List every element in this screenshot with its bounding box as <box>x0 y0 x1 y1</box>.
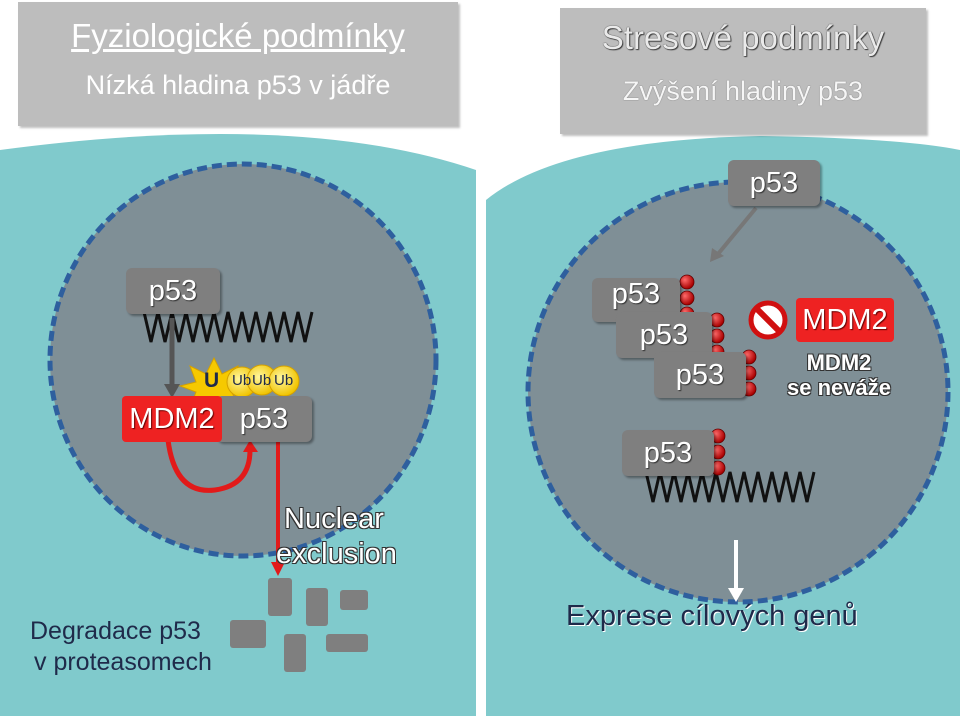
p53-import-arrow <box>716 206 758 256</box>
ubiquitin-u-label: U <box>204 369 220 392</box>
degradation-line2: v proteasomech <box>34 648 212 676</box>
p53-protein-top: p53 <box>126 268 220 314</box>
note-line1: MDM2 <box>806 350 872 375</box>
mdm2-not-binding-note: MDM2 se neváže <box>776 350 902 400</box>
ubiquitin-label: Ub <box>252 372 272 389</box>
p53-label: p53 <box>239 402 289 435</box>
header-stress: Stresové podmínky Zvýšení hladiny p53 <box>560 8 926 134</box>
ubiquitination-arrow <box>165 439 253 493</box>
p53-label: p53 <box>675 358 725 391</box>
p53-stack-2: p53 <box>616 312 712 358</box>
p53-stack-3: p53 <box>654 352 746 398</box>
degradation-text: Degradace p53 v proteasomech <box>30 616 212 678</box>
degradation-line1: Degradace p53 <box>30 617 201 645</box>
p53-incoming: p53 <box>728 160 820 206</box>
note-line2: se neváže <box>787 375 891 400</box>
mdm2-protein: MDM2 <box>122 396 222 442</box>
header-subtitle: Zvýšení hladiny p53 <box>622 76 864 106</box>
mdm2-protein-free: MDM2 <box>796 298 894 342</box>
p53-label: p53 <box>611 278 661 310</box>
left-nucleus <box>47 161 439 559</box>
header-title: Fyziologické podmínky <box>71 17 405 54</box>
mdm2-label: MDM2 <box>129 402 215 435</box>
ubiquitin-label: Ub <box>232 372 252 389</box>
mdm2-label: MDM2 <box>802 303 888 336</box>
proteasome-fragments <box>230 578 368 672</box>
no-binding-icon <box>748 300 788 340</box>
gene-expression-label: Exprese cílových genů <box>566 600 858 632</box>
ubiquitin-chain <box>226 364 300 398</box>
ubiquitin-label: Ub <box>274 372 294 389</box>
header-subtitle: Nízká hladina p53 v jádře <box>85 70 391 100</box>
p53-label: p53 <box>148 274 198 307</box>
p53-bound: p53 <box>216 396 312 442</box>
p53-label: p53 <box>749 166 799 199</box>
p53-label: p53 <box>643 436 693 469</box>
nuclear-exclusion-line1: Nuclear <box>284 503 384 535</box>
p53-label: p53 <box>639 318 689 351</box>
header-physiological: Fyziologické podmínky Nízká hladina p53 … <box>18 2 458 126</box>
header-title: Stresové podmínky <box>601 19 885 56</box>
p53-on-dna: p53 <box>622 430 714 476</box>
nuclear-exclusion-line2: exclusion <box>276 538 397 570</box>
